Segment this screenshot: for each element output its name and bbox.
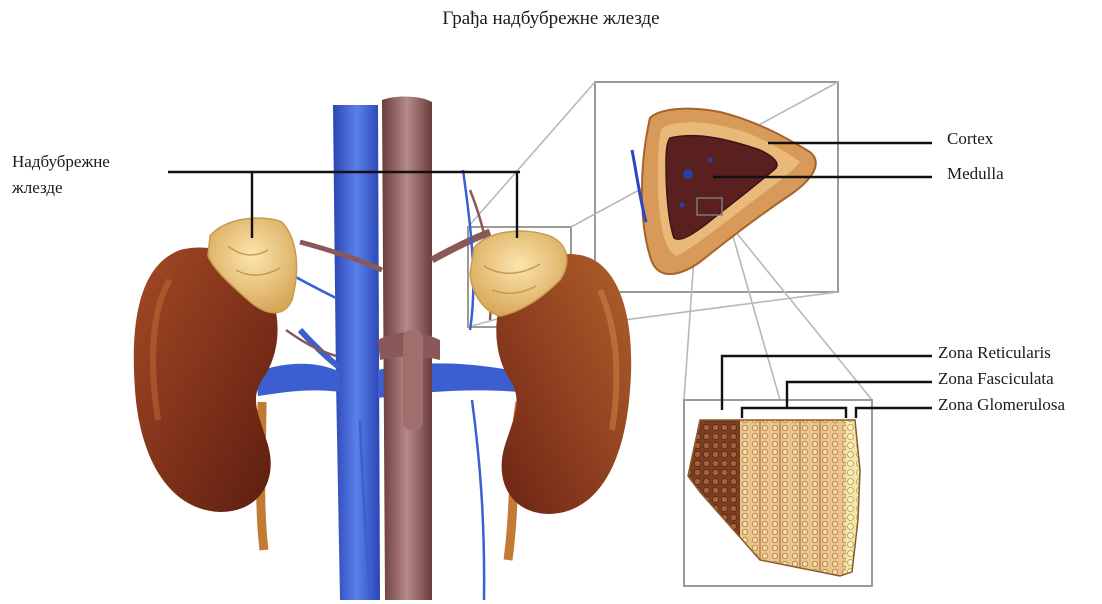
label-cortex: Cortex	[947, 129, 993, 149]
label-adrenal-glands-line2: жлезде	[12, 178, 63, 198]
label-zona-reticularis: Zona Reticularis	[938, 343, 1051, 363]
label-adrenal-glands-line1: Надбубрежне	[12, 152, 110, 172]
leader-zona-glomerulosa	[856, 408, 932, 418]
label-medulla: Medulla	[947, 164, 1004, 184]
zona-tissue-block	[684, 410, 866, 590]
adrenal-cross-section	[632, 109, 816, 274]
label-zona-glomerulosa: Zona Glomerulosa	[938, 395, 1065, 415]
label-zona-fasciculata: Zona Fasciculata	[938, 369, 1054, 389]
